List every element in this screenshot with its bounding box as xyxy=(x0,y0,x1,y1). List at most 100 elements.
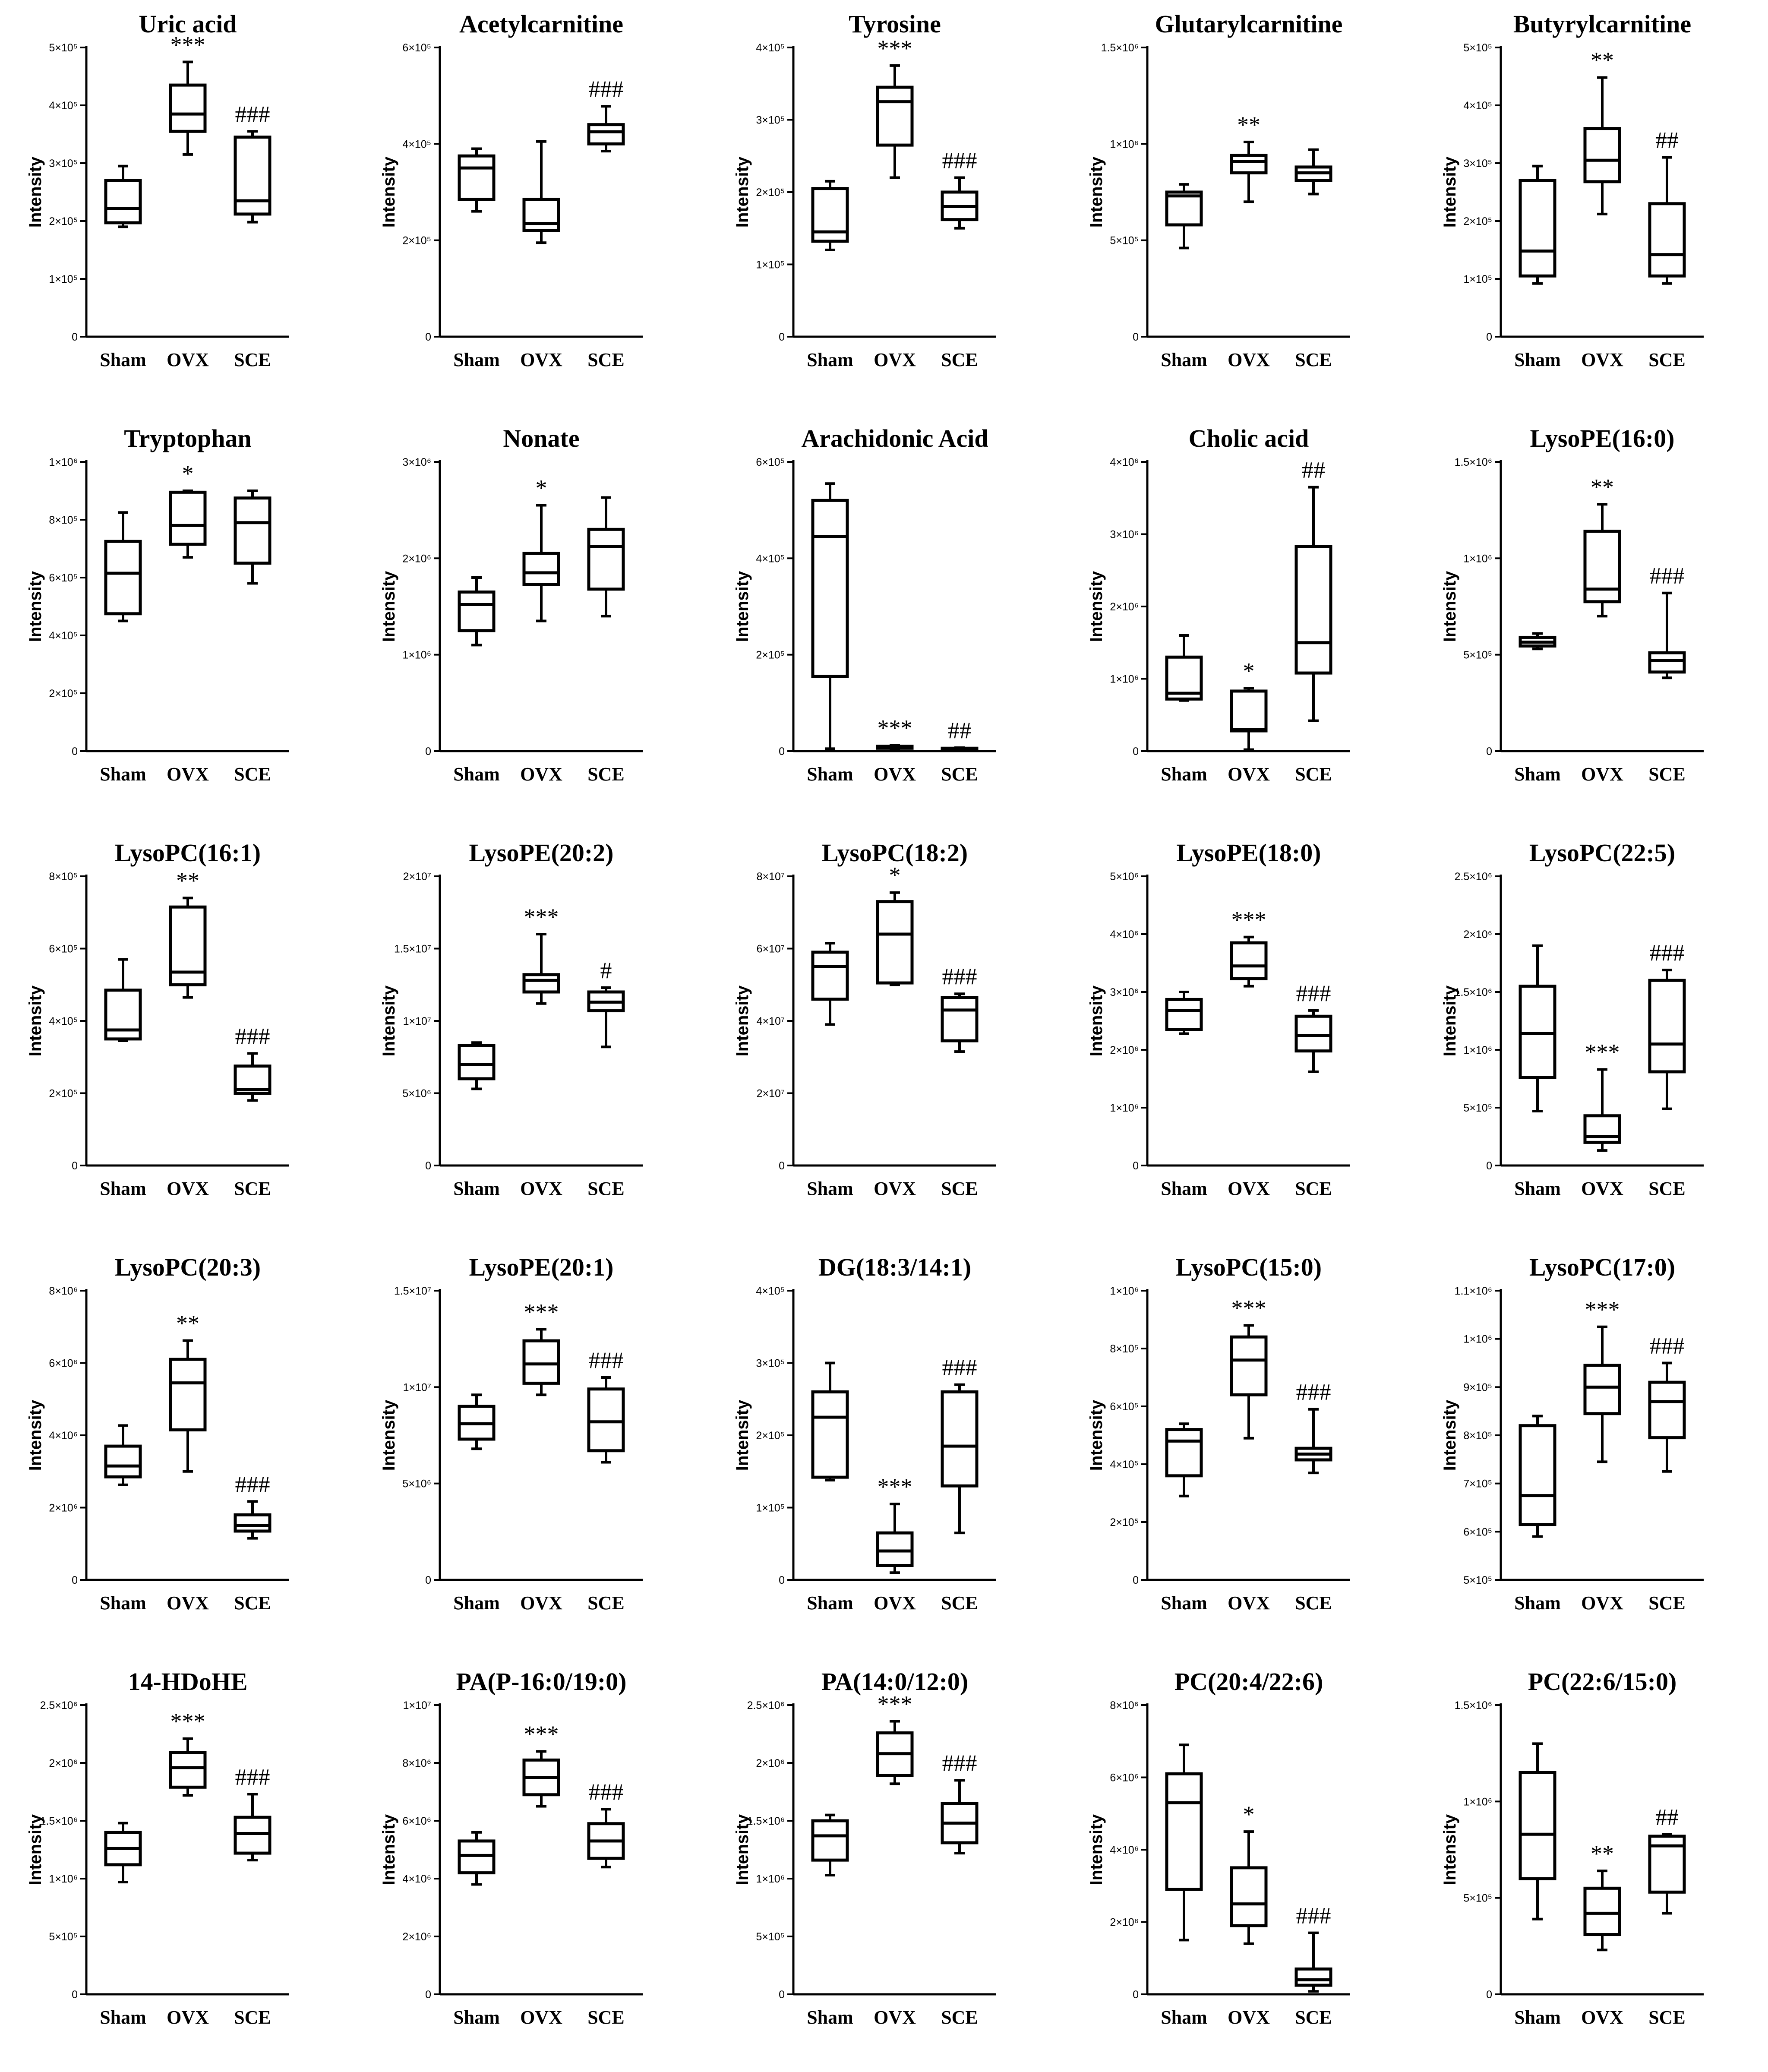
significance-label: ### xyxy=(1649,940,1684,966)
significance-label: ** xyxy=(1591,47,1614,73)
box-sce xyxy=(941,176,979,230)
y-tick-label: 0 xyxy=(1133,1160,1139,1172)
x-category-label: SCE xyxy=(1648,349,1686,370)
box-iqr xyxy=(522,1339,560,1385)
box-sham xyxy=(104,958,142,1042)
y-tick-label: 2×10⁶ xyxy=(403,553,432,565)
box-sham xyxy=(811,1361,849,1481)
x-category-label: OVX xyxy=(520,764,562,785)
y-axis-label: Intensity xyxy=(1087,1399,1106,1471)
x-category-label: Sham xyxy=(453,1592,500,1614)
box-ovx xyxy=(1230,935,1268,988)
x-category-label: OVX xyxy=(167,2007,209,2028)
x-category-label: Sham xyxy=(807,1592,854,1614)
x-category-label: OVX xyxy=(1228,764,1270,785)
x-category-label: OVX xyxy=(874,764,916,785)
chart-title: Tryptophan xyxy=(124,424,251,452)
chart-title: LysoPC(16:1) xyxy=(115,839,261,867)
box-iqr xyxy=(1519,1424,1556,1526)
y-tick-label: 5×10⁵ xyxy=(756,1931,785,1943)
box-sce xyxy=(941,1779,979,1855)
x-category-label: SCE xyxy=(234,764,271,785)
significance-label: *** xyxy=(878,1691,912,1717)
significance-label: *** xyxy=(524,904,559,930)
y-tick-label: 6×10⁷ xyxy=(757,943,785,955)
y-tick-label: 3×10⁵ xyxy=(756,114,785,126)
box-iqr xyxy=(1165,1772,1203,1891)
x-category-label: SCE xyxy=(1648,2007,1686,2028)
box-iqr xyxy=(169,490,207,546)
y-tick-label: 5×10⁵ xyxy=(1463,649,1492,661)
box-sham xyxy=(1519,1742,1556,1920)
y-axis-label: Intensity xyxy=(733,985,752,1056)
y-tick-label: 1.5×10⁷ xyxy=(394,1285,431,1297)
y-tick-label: 1×10⁶ xyxy=(1463,553,1492,565)
box-sce xyxy=(941,746,979,751)
y-tick-label: 8×10⁵ xyxy=(1110,1343,1139,1355)
y-tick-label: 2×10⁵ xyxy=(49,215,78,227)
box-iqr xyxy=(811,1819,849,1862)
y-axis-label: Intensity xyxy=(1440,1814,1459,1885)
x-category-label: Sham xyxy=(1514,349,1561,370)
significance-label: ### xyxy=(589,76,624,102)
y-axis-label: Intensity xyxy=(26,1399,45,1471)
box-sce xyxy=(1294,1408,1332,1475)
significance-label: ## xyxy=(1302,457,1325,483)
significance-label: *** xyxy=(878,1474,912,1500)
y-tick-label: 2×10⁶ xyxy=(49,1757,78,1769)
y-axis-label: Intensity xyxy=(733,1814,752,1885)
significance-label: *** xyxy=(524,1721,559,1747)
y-tick-label: 1×10⁶ xyxy=(1110,1102,1139,1114)
x-category-label: SCE xyxy=(941,349,979,370)
x-category-label: OVX xyxy=(1581,2007,1623,2028)
box-sham xyxy=(104,1822,142,1884)
y-tick-label: 0 xyxy=(1486,331,1492,343)
box-iqr xyxy=(941,996,979,1042)
significance-label: ### xyxy=(589,1347,624,1373)
y-tick-label: 2×10⁵ xyxy=(403,235,432,247)
x-category-label: OVX xyxy=(520,2007,562,2028)
x-category-label: OVX xyxy=(874,2007,916,2028)
chart-title: Uric acid xyxy=(139,10,237,38)
chart-title: Tyrosine xyxy=(849,10,941,38)
box-ovx xyxy=(876,891,914,986)
y-tick-label: 3×10⁵ xyxy=(1463,158,1492,170)
chart-title: PC(22:6/15:0) xyxy=(1528,1668,1676,1696)
box-sce xyxy=(1648,1833,1686,1915)
box-plot-panel: 14-HDoHEIntensity05×10⁵1×10⁶1.5×10⁶2×10⁶… xyxy=(26,1668,289,2028)
box-plot-panel: LysoPE(18:0)Intensity01×10⁶2×10⁶3×10⁶4×1… xyxy=(1087,839,1350,1199)
y-tick-label: 4×10⁵ xyxy=(49,1015,78,1027)
y-tick-label: 2×10⁶ xyxy=(403,1931,432,1943)
box-sham xyxy=(1519,632,1556,651)
significance-label: *** xyxy=(1231,907,1266,933)
y-axis-label: Intensity xyxy=(1087,985,1106,1056)
y-tick-label: 1×10⁶ xyxy=(49,456,78,468)
y-axis-label: Intensity xyxy=(26,156,45,227)
chart-title: PA(P-16:0/19:0) xyxy=(456,1668,627,1696)
y-tick-label: 1×10⁶ xyxy=(1110,673,1139,685)
box-iqr xyxy=(169,1358,207,1431)
x-category-label: SCE xyxy=(587,349,625,370)
x-category-label: Sham xyxy=(1514,1178,1561,1199)
box-iqr xyxy=(1583,1886,1621,1936)
box-iqr xyxy=(587,123,625,145)
y-tick-label: 1×10⁵ xyxy=(756,259,785,271)
y-tick-label: 1.5×10⁶ xyxy=(40,1815,78,1827)
box-iqr xyxy=(1165,190,1203,227)
box-ovx xyxy=(876,744,914,751)
x-category-label: SCE xyxy=(234,349,271,370)
box-sce xyxy=(1648,969,1686,1110)
y-tick-label: 0 xyxy=(72,1160,78,1172)
y-axis-label: Intensity xyxy=(379,156,398,227)
box-iqr xyxy=(1583,1114,1621,1144)
y-tick-label: 4×10⁵ xyxy=(756,1285,785,1297)
x-category-label: Sham xyxy=(453,349,500,370)
y-tick-label: 8×10⁶ xyxy=(403,1757,432,1769)
x-category-label: OVX xyxy=(874,349,916,370)
y-tick-label: 5×10⁵ xyxy=(1463,1892,1492,1905)
box-sce xyxy=(587,1376,625,1464)
box-iqr xyxy=(1230,689,1268,733)
significance-label: ## xyxy=(1655,1804,1679,1830)
x-category-label: SCE xyxy=(1648,1592,1686,1614)
box-ovx xyxy=(1230,687,1268,751)
